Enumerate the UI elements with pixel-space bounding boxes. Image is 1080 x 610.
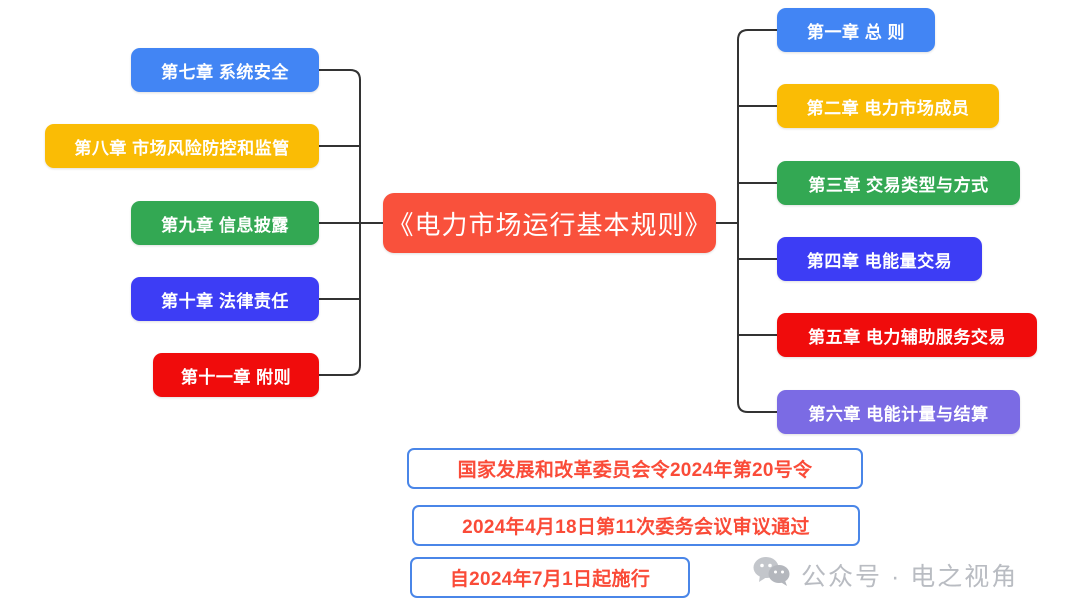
chapter-node-3[interactable]: 第三章 交易类型与方式 xyxy=(777,161,1020,205)
chapter-node-5[interactable]: 第五章 电力辅助服务交易 xyxy=(777,313,1037,357)
chapter-node-7[interactable]: 第七章 系统安全 xyxy=(131,48,319,92)
center-node[interactable]: 《电力市场运行基本规则》 xyxy=(383,193,716,253)
chapter-node-9[interactable]: 第九章 信息披露 xyxy=(131,201,319,245)
chapter-node-2[interactable]: 第二章 电力市场成员 xyxy=(777,84,999,128)
wechat-icon xyxy=(752,556,792,593)
chapter-node-10[interactable]: 第十章 法律责任 xyxy=(131,277,319,321)
chapter-node-6[interactable]: 第六章 电能计量与结算 xyxy=(777,390,1020,434)
watermark-text: 公众号 · 电之视角 xyxy=(801,562,1019,591)
chapter-node-4[interactable]: 第四章 电能量交易 xyxy=(777,237,982,281)
chapter-node-1[interactable]: 第一章 总 则 xyxy=(777,8,935,52)
info-box-decree-number[interactable]: 国家发展和改革委员会令2024年第20号令 xyxy=(407,448,863,489)
chapter-node-11[interactable]: 第十一章 附则 xyxy=(153,353,319,397)
info-box-approval-date[interactable]: 2024年4月18日第11次委务会议审议通过 xyxy=(412,505,860,546)
info-box-effective-date[interactable]: 自2024年7月1日起施行 xyxy=(410,557,690,598)
chapter-node-8[interactable]: 第八章 市场风险防控和监管 xyxy=(45,124,319,168)
watermark: 公众号 · 电之视角 xyxy=(752,556,1018,593)
